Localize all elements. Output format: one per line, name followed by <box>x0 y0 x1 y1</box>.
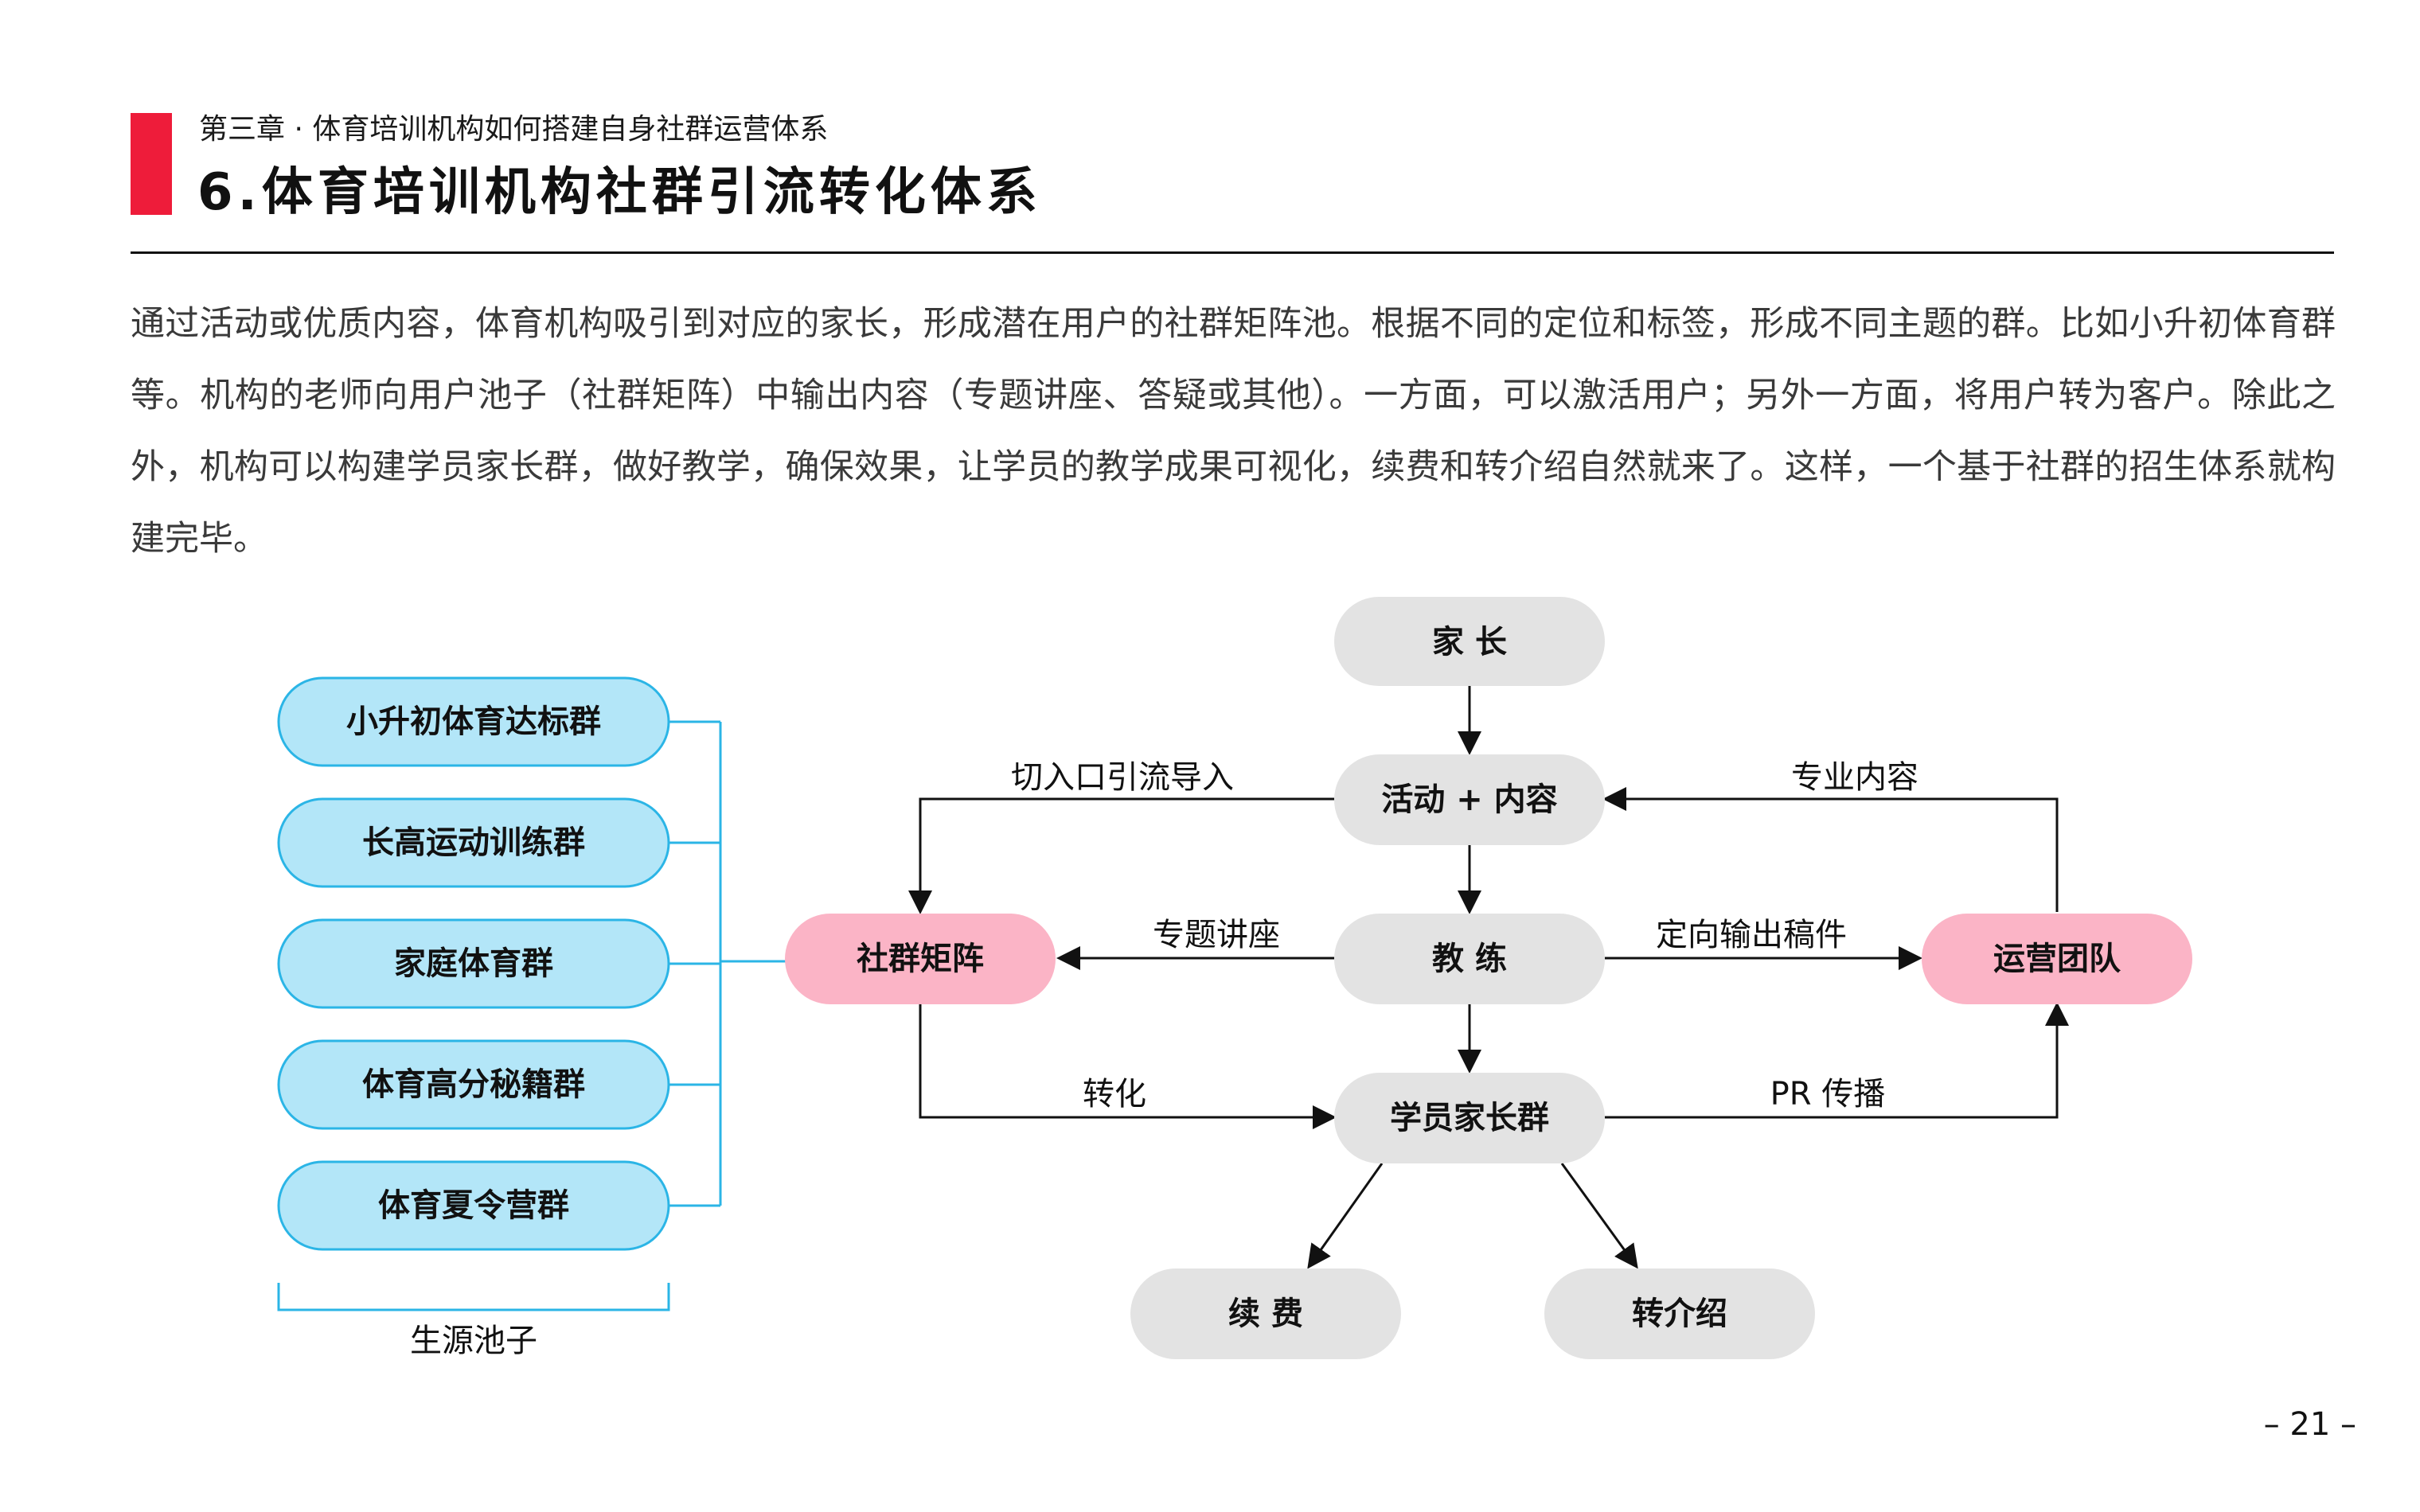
pool-group-1: 小升初体育达标群 <box>277 676 670 767</box>
node-label: 家 长 <box>1432 624 1507 661</box>
arrow-student-group-to-renewal <box>1307 1163 1384 1269</box>
pool-group-label: 小升初体育达标群 <box>346 703 601 740</box>
arrow-student-group-to-referral <box>1560 1163 1638 1269</box>
intro-text: 通过活动或优质内容，体育机构吸引到对应的家长，形成潜在用户的社群矩阵池。根据不同… <box>131 304 2336 559</box>
node-label: 学员家长群 <box>1390 1100 1549 1136</box>
pool-bracket <box>277 1283 670 1311</box>
chapter-accent-bar <box>131 113 172 215</box>
node-label: 续 费 <box>1228 1296 1303 1332</box>
node-matrix: 社群矩阵 <box>785 914 1056 1004</box>
pool-group-4: 体育高分秘籍群 <box>277 1039 670 1130</box>
pool-group-label: 长高运动训练群 <box>362 824 585 861</box>
node-parents: 家 长 <box>1334 597 1605 686</box>
arrow-student-group-to-ops <box>1605 1002 2069 1119</box>
node-label: 转介绍 <box>1632 1296 1727 1332</box>
pool-connector <box>669 720 786 1207</box>
chapter-heading: 第三章 · 体育培训机构如何搭建自身社群运营体系 <box>199 113 829 146</box>
pool-group-2: 长高运动训练群 <box>277 797 670 888</box>
node-label: 教 练 <box>1432 941 1507 977</box>
title-divider <box>131 251 2334 254</box>
pool-group-5: 体育夏令营群 <box>277 1160 670 1251</box>
edge-label-lecture: 专题讲座 <box>1153 917 1280 953</box>
edge-label-pr: PR 传播 <box>1770 1076 1886 1113</box>
pool-group-label: 体育高分秘籍群 <box>362 1066 585 1103</box>
edge-label-convert: 转化 <box>1083 1076 1146 1113</box>
arrow-ops-to-activity <box>1602 787 2059 912</box>
pool-group-label: 家庭体育群 <box>394 945 553 982</box>
pool-group-3: 家庭体育群 <box>277 918 670 1009</box>
page-number: – 21 – <box>2263 1406 2356 1443</box>
node-renewal: 续 费 <box>1130 1268 1401 1359</box>
arrow-matrix-to-student-group <box>919 1004 1337 1129</box>
node-ops-team: 运营团队 <box>1922 914 2192 1004</box>
node-label: 运营团队 <box>1993 941 2121 977</box>
node-label: 社群矩阵 <box>857 941 984 977</box>
edge-label-pro-content: 专业内容 <box>1791 759 1918 796</box>
node-coach: 教 练 <box>1334 914 1605 1004</box>
node-referral: 转介绍 <box>1544 1268 1815 1359</box>
node-activity: 活动 + 内容 <box>1334 754 1605 845</box>
pool-group-label: 体育夏令营群 <box>378 1187 569 1224</box>
flow-arrows <box>908 686 2069 1269</box>
edge-label-targeted-output: 定向输出稿件 <box>1656 917 1847 953</box>
node-student-group: 学员家长群 <box>1334 1073 1605 1163</box>
arrow-activity-to-matrix <box>908 797 1334 914</box>
edge-label-entry-traffic: 切入口引流导入 <box>1011 759 1234 796</box>
node-label: 活动 + 内容 <box>1381 781 1557 818</box>
pool-label: 生源池子 <box>410 1323 537 1359</box>
page-title: 6.体育培训机构社群引流转化体系 <box>197 163 1042 222</box>
intro-paragraph: 通过活动或优质内容，体育机构吸引到对应的家长，形成潜在用户的社群矩阵池。根据不同… <box>131 288 2336 575</box>
